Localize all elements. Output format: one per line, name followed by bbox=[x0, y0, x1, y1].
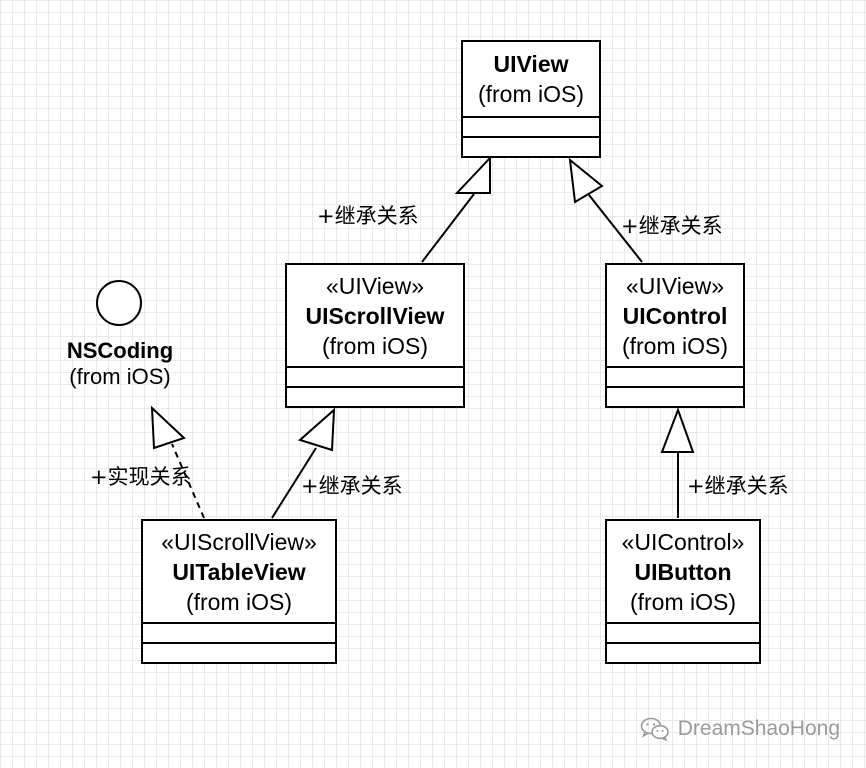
operations-compartment bbox=[143, 642, 335, 662]
operations-compartment bbox=[463, 136, 599, 156]
class-stereotype: «UIScrollView» bbox=[161, 528, 317, 555]
class-uitableview[interactable]: «UIScrollView» UITableView (from iOS) bbox=[141, 519, 337, 664]
edge-scrollview-to-uiview bbox=[421, 193, 475, 263]
interface-label-nscoding: NSCoding (from iOS) bbox=[50, 338, 190, 390]
interface-circle-icon[interactable] bbox=[96, 280, 142, 326]
watermark-text: DreamShaoHong bbox=[677, 717, 840, 740]
attributes-compartment bbox=[607, 622, 759, 642]
relation-label-control-to-view: +继承关系 bbox=[621, 214, 723, 238]
inheritance-arrowhead bbox=[660, 407, 695, 453]
class-package: (from iOS) bbox=[185, 588, 293, 615]
class-package: (from iOS) bbox=[629, 588, 737, 615]
class-uibutton[interactable]: «UIControl» UIButton (from iOS) bbox=[605, 519, 761, 664]
edge-uicontrol-to-uiview bbox=[588, 194, 643, 263]
inheritance-arrowhead bbox=[298, 407, 336, 452]
class-stereotype: «UIView» bbox=[325, 272, 425, 299]
class-package: (from iOS) bbox=[321, 332, 429, 359]
relation-label-table-to-nscoding: +实现关系 bbox=[90, 465, 192, 489]
class-uiview[interactable]: UIView (from iOS) bbox=[461, 40, 601, 158]
class-name: UIView bbox=[493, 51, 569, 77]
inheritance-arrowhead bbox=[454, 155, 491, 194]
realization-arrowhead bbox=[150, 405, 186, 450]
attributes-compartment bbox=[287, 366, 463, 386]
class-stereotype: «UIControl» bbox=[621, 528, 745, 555]
class-package: (from iOS) bbox=[477, 81, 585, 107]
class-name: UIButton bbox=[634, 558, 732, 585]
class-uicontrol[interactable]: «UIView» UIControl (from iOS) bbox=[605, 263, 745, 408]
edge-tableview-to-nscoding bbox=[171, 443, 205, 519]
class-name: UITableView bbox=[172, 558, 306, 585]
edge-tableview-to-scrollview bbox=[271, 447, 317, 519]
watermark: DreamShaoHong bbox=[640, 717, 840, 741]
relation-label-button-to-control: +继承关系 bbox=[687, 474, 789, 498]
class-name: UIScrollView bbox=[305, 302, 445, 329]
inheritance-arrowhead bbox=[568, 157, 604, 204]
relation-label-table-to-scroll: +继承关系 bbox=[301, 474, 403, 498]
class-header: UIView (from iOS) bbox=[463, 42, 599, 116]
class-package: (from iOS) bbox=[621, 332, 729, 359]
class-header: «UIView» UIScrollView (from iOS) bbox=[287, 265, 463, 366]
class-uiscrollview[interactable]: «UIView» UIScrollView (from iOS) bbox=[285, 263, 465, 408]
class-header: «UIView» UIControl (from iOS) bbox=[607, 265, 743, 366]
attributes-compartment bbox=[143, 622, 335, 642]
class-header: «UIControl» UIButton (from iOS) bbox=[607, 521, 759, 622]
class-stereotype: «UIView» bbox=[625, 272, 725, 299]
operations-compartment bbox=[607, 386, 743, 406]
operations-compartment bbox=[607, 642, 759, 662]
interface-name: NSCoding bbox=[66, 338, 174, 363]
interface-package: (from iOS) bbox=[69, 364, 171, 389]
class-header: «UIScrollView» UITableView (from iOS) bbox=[143, 521, 335, 622]
relation-label-scroll-to-view: +继承关系 bbox=[317, 204, 419, 228]
wechat-icon bbox=[640, 717, 669, 741]
attributes-compartment bbox=[463, 116, 599, 136]
attributes-compartment bbox=[607, 366, 743, 386]
class-name: UIControl bbox=[622, 302, 728, 329]
operations-compartment bbox=[287, 386, 463, 406]
